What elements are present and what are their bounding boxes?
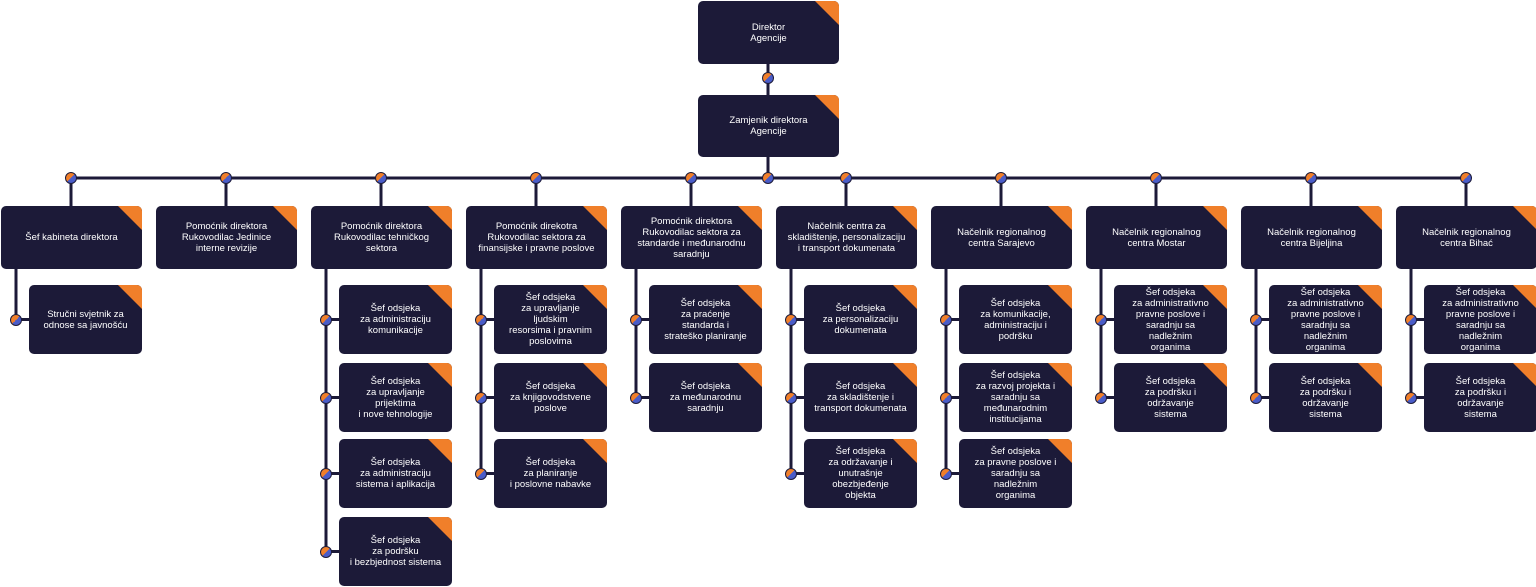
- department-head-box: Načelnik regionalnog centra Mostar: [1086, 206, 1227, 269]
- connector-node: [630, 391, 642, 404]
- unit-box: Šef odsjeka za planiranje i poslovne nab…: [494, 439, 607, 508]
- department-head-box: Načelnik centra za skladištenje, persona…: [776, 206, 917, 269]
- connector-node: [320, 467, 332, 480]
- connector-node: [940, 391, 952, 404]
- connector-node: [685, 172, 697, 184]
- unit-box: Šef odsjeka za međunarodnu saradnju: [649, 363, 762, 432]
- department-head-box: Pomoćnik direktora Rukovodilac tehničkog…: [311, 206, 452, 269]
- connector-node: [840, 172, 852, 184]
- connector-node: [475, 467, 487, 480]
- unit-box: Šef odsjeka za skladištenje i transport …: [804, 363, 917, 432]
- connector-node: [475, 313, 487, 326]
- connector-node: [1095, 391, 1107, 404]
- connector-node: [785, 391, 797, 404]
- unit-box: Šef odsjeka za podršku i bezbjednost sis…: [339, 517, 452, 586]
- connector-node: [762, 72, 774, 84]
- deputy-box: Zamjenik direktora Agencije: [698, 95, 839, 157]
- connector-node: [530, 172, 542, 184]
- unit-box: Šef odsjeka za podršku i održavanje sist…: [1114, 363, 1227, 432]
- unit-box: Šef odsjeka za praćenje standarda i stra…: [649, 285, 762, 354]
- department-head-box: Pomoćnik direktora Rukovodilac Jedinice …: [156, 206, 297, 269]
- connector-node: [785, 313, 797, 326]
- connector-node: [940, 467, 952, 480]
- unit-box: Šef odsjeka za upravljanje ljudskim reso…: [494, 285, 607, 354]
- department-head-box: Šef kabineta direktora: [1, 206, 142, 269]
- unit-box: Šef odsjeka za administrativno pravne po…: [1269, 285, 1382, 354]
- connector-node: [1460, 172, 1472, 184]
- department-head-box: Načelnik regionalnog centra Bijeljina: [1241, 206, 1382, 269]
- connector-node: [65, 172, 77, 184]
- connector-node: [995, 172, 1007, 184]
- unit-box: Šef odsjeka za komunikacije, administrac…: [959, 285, 1072, 354]
- connector-node: [1405, 391, 1417, 404]
- connector-node: [10, 313, 22, 326]
- connector-node: [762, 172, 774, 184]
- unit-box: Šef odsjeka za podršku i održavanje sist…: [1269, 363, 1382, 432]
- unit-box: Šef odsjeka za razvoj projekta i saradnj…: [959, 363, 1072, 432]
- connector-node: [320, 391, 332, 404]
- department-head-box: Pomoćnik direktora Rukovodilac sektora z…: [621, 206, 762, 269]
- unit-box: Šef odsjeka za administrativno pravne po…: [1424, 285, 1536, 354]
- connector-node: [320, 545, 332, 558]
- connector-node: [475, 391, 487, 404]
- department-head-box: Načelnik regionalnog centra Bihać: [1396, 206, 1536, 269]
- director-box: Direktor Agencije: [698, 1, 839, 64]
- connector-node: [940, 313, 952, 326]
- department-head-box: Pomoćnik direkotra Rukovodilac sektora z…: [466, 206, 607, 269]
- connector-node: [1250, 313, 1262, 326]
- unit-box: Šef odsjeka za podršku i održavanje sist…: [1424, 363, 1536, 432]
- connector-node: [1305, 172, 1317, 184]
- unit-box: Šef odsjeka za administraciju komunikaci…: [339, 285, 452, 354]
- connector-node: [1150, 172, 1162, 184]
- connector-node: [220, 172, 232, 184]
- department-head-box: Načelnik regionalnog centra Sarajevo: [931, 206, 1072, 269]
- unit-box: Šef odsjeka za održavanje i unutrašnje o…: [804, 439, 917, 508]
- unit-box: Šef odsjeka za administrativno pravne po…: [1114, 285, 1227, 354]
- unit-box: Šef odsjeka za personalizaciju dokumenat…: [804, 285, 917, 354]
- connector-node: [1250, 391, 1262, 404]
- unit-box: Šef odsjeka za knjigovodstvene poslove: [494, 363, 607, 432]
- unit-box: Šef odsjeka za pravne poslove i saradnju…: [959, 439, 1072, 508]
- unit-box: Šef odsjeka za administraciju sistema i …: [339, 439, 452, 508]
- connector-node: [375, 172, 387, 184]
- unit-box: Stručni svjetnik za odnose sa javnošću: [29, 285, 142, 354]
- connector-node: [320, 313, 332, 326]
- connector-node: [630, 313, 642, 326]
- unit-box: Šef odsjeka za upravljanje prijektima i …: [339, 363, 452, 432]
- connector-node: [1095, 313, 1107, 326]
- connector-node: [785, 467, 797, 480]
- connector-node: [1405, 313, 1417, 326]
